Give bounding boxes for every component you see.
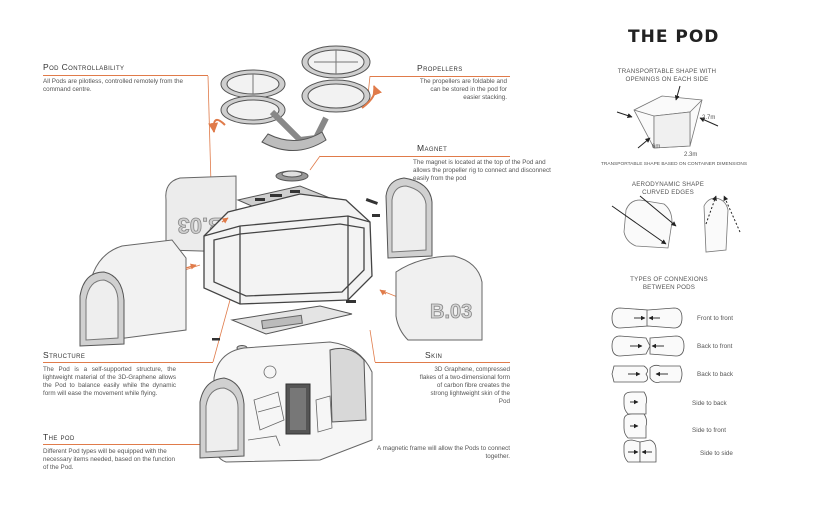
connexions-caption: Types of connexions between pods: [630, 276, 708, 291]
dim-width: 2.3m: [684, 152, 698, 158]
connexion-icons: [611, 307, 685, 463]
opening-arrows: [616, 85, 719, 149]
connexion-side-to-front: Side to front: [692, 427, 726, 434]
frame-pins-top: [365, 198, 380, 217]
skin-text: 3D Graphene, compressed flakes of a two-…: [419, 366, 510, 405]
dim-length: 6m: [652, 144, 661, 150]
right-panel-label: B.03: [430, 301, 472, 323]
magnet-heading: Magnet: [417, 143, 448, 153]
pod-controllability-text: All Pods are pilotless, controlled remot…: [43, 78, 183, 93]
connexion-side-to-back: Side to back: [692, 400, 727, 407]
structure-heading: Structure: [43, 350, 86, 360]
connexion-side-to-side: Side to side: [700, 450, 733, 457]
right-door: [385, 177, 433, 259]
left-wall: [79, 239, 187, 347]
container-dimensions-note: Transportable shape based on container d…: [601, 162, 748, 167]
magnetic-frame-text: A magnetic frame will allow the Pods to …: [376, 445, 510, 460]
the-pod-rule: [43, 444, 203, 445]
magnet-part: [275, 170, 309, 182]
rotation-arrow-right: [361, 85, 382, 109]
aerodynamic-caption: Aerodynamic shape curved edges: [631, 181, 705, 196]
airflow-arrows: [611, 195, 741, 245]
structure-text: The Pod is a self-supported structure, t…: [43, 366, 176, 397]
container-box: [633, 95, 703, 149]
the-pod-text: Different Pod types will be equipped wit…: [43, 448, 175, 471]
skin-heading: Skin: [425, 350, 443, 360]
magnet-rule: [320, 156, 510, 157]
lower-pod: [199, 341, 373, 463]
structure-rule: [43, 362, 213, 363]
transportable-caption: Transportable shape with openings on eac…: [617, 68, 717, 83]
connexion-back-to-back: Back to back: [697, 371, 734, 378]
placement-arrows: [185, 217, 387, 296]
the-pod-heading: The pod: [43, 432, 75, 442]
pod-controllability-heading: Pod Controllability: [43, 62, 125, 72]
propellers-rule: [370, 76, 510, 77]
connexion-arrows: [628, 315, 668, 455]
pod-controllability-rule: [43, 75, 208, 76]
connexion-back-to-front: Back to front: [697, 343, 733, 350]
main-frame: [203, 193, 373, 305]
propeller-rig: [220, 45, 371, 151]
dim-height: 2.7m: [702, 115, 716, 121]
propellers-heading: Propellers: [417, 63, 463, 73]
skin-rule: [375, 362, 510, 363]
magnet-text: The magnet is located at the top of the …: [413, 159, 551, 182]
lid-slots: [255, 190, 300, 201]
right-skin-panel: B.03: [395, 255, 483, 341]
connexion-front-to-front: Front to front: [697, 315, 734, 322]
propellers-text: The propellers are foldable and can be s…: [419, 78, 507, 101]
page-title: THE POD: [628, 27, 720, 47]
rotation-arrow-left: [208, 118, 226, 133]
